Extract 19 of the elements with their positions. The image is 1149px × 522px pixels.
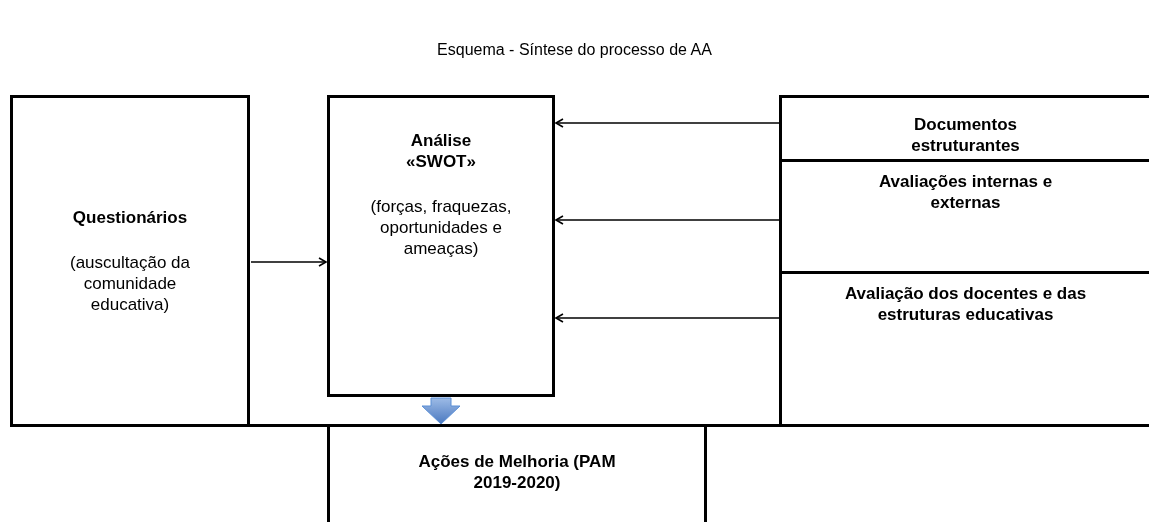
diagram-title: Esquema - Síntese do processo de AA <box>436 40 713 60</box>
text-box <box>779 159 1149 274</box>
text-box <box>327 424 707 522</box>
text-box <box>10 95 250 427</box>
analysis-box <box>327 95 555 397</box>
box-body-text: (auscultação da comunidade educativa) <box>69 252 191 315</box>
box-body-text: (forças, fraquezas, oportunidades e ameaças) <box>369 196 513 259</box>
box-heading: Avaliações internas e externas <box>877 171 1054 213</box>
arrow <box>555 118 780 128</box>
box-heading: Questionários <box>72 207 188 228</box>
block-arrow <box>421 397 461 425</box>
box-heading: Avaliação dos docentes e das estruturas educativas <box>843 283 1088 325</box>
arrow <box>555 215 780 225</box>
arrow <box>555 313 780 323</box>
arrow <box>250 257 327 267</box>
box-heading: Documentos estruturantes <box>910 114 1021 156</box>
box-heading: Análise «SWOT» <box>405 130 477 172</box>
text-box <box>779 95 1149 162</box>
box-heading: Ações de Melhoria (PAM 2019-2020) <box>417 451 617 493</box>
